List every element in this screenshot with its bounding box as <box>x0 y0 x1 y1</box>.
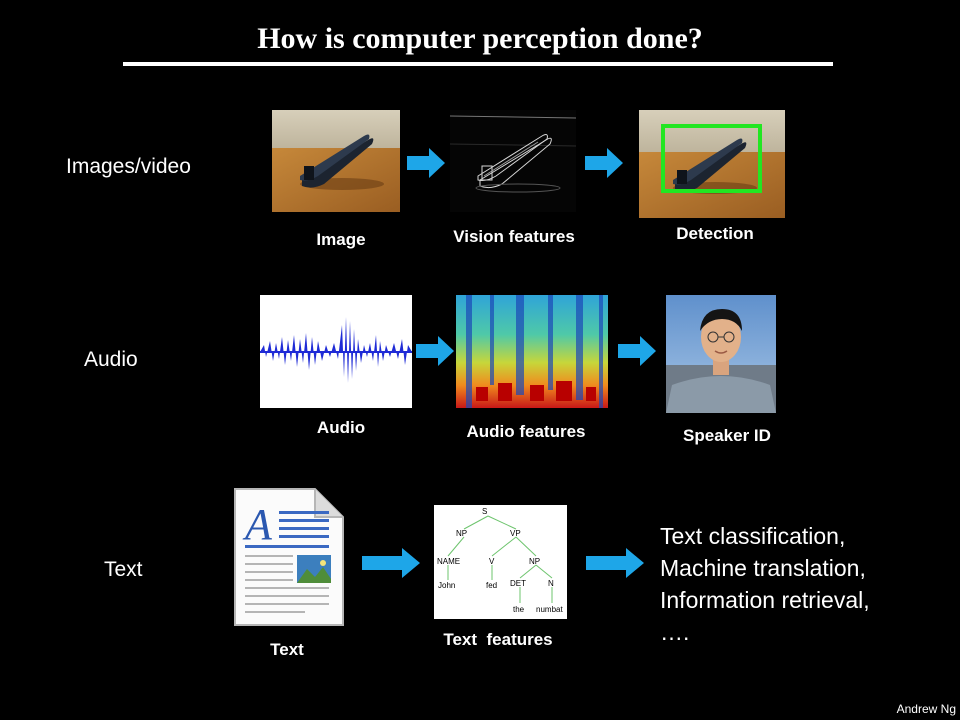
caption-text: Text <box>270 640 304 659</box>
tree-leaf-john: John <box>438 581 456 590</box>
tree-node-np-object: NP <box>529 557 541 566</box>
arrow-icon <box>586 548 644 578</box>
text-task-list: Text classification, Machine translation… <box>660 520 870 648</box>
tree-leaf-fed: fed <box>486 581 498 590</box>
tree-node-s: S <box>482 507 488 516</box>
text-task-item: Information retrieval, <box>660 587 870 613</box>
text-task-item: Text classification, <box>660 523 846 549</box>
row-label-text: Text <box>104 558 143 581</box>
author-footer: Andrew Ng <box>896 702 956 716</box>
tree-node-vp: VP <box>510 529 521 538</box>
title-underline <box>123 62 833 66</box>
arrow-icon <box>416 336 454 366</box>
tree-node-np: NP <box>456 529 468 538</box>
spectrogram-image <box>456 295 608 408</box>
parse-tree-image: S NP VP NAME V NP John fed DET N the num… <box>434 505 567 619</box>
arrow-icon <box>362 548 420 578</box>
row-label-audio: Audio <box>84 348 138 371</box>
arrow-icon <box>585 148 623 178</box>
tree-leaf-the: the <box>513 605 525 614</box>
caption-speaker-id: Speaker ID <box>683 426 771 445</box>
caption-image: Image <box>316 230 366 249</box>
text-task-item: Machine translation, <box>660 555 866 581</box>
tree-node-name: NAME <box>437 557 461 566</box>
audio-waveform-image <box>260 295 412 408</box>
caption-detection: Detection <box>676 224 754 243</box>
detection-bounding-box <box>661 124 762 193</box>
row-label-images-video: Images/video <box>66 155 191 178</box>
speaker-photo <box>666 295 776 413</box>
caption-audio: Audio <box>316 418 366 437</box>
detection-image <box>639 110 785 218</box>
text-task-item: …. <box>660 619 690 645</box>
tree-node-det: DET <box>510 579 526 588</box>
tree-leaf-numbat: numbat <box>536 605 563 614</box>
stapler-image <box>272 110 400 212</box>
caption-audio-features: Audio features <box>466 422 586 441</box>
tree-node-v: V <box>489 557 495 566</box>
tree-node-n: N <box>548 579 554 588</box>
text-document-icon: A <box>233 487 345 627</box>
vision-features-image <box>450 110 576 212</box>
caption-vision-features: Vision features <box>453 227 575 246</box>
caption-text-features: Text features <box>443 630 553 649</box>
slide-title: How is computer perception done? <box>257 22 703 55</box>
svg-text:A: A <box>242 500 273 549</box>
arrow-icon <box>618 336 656 366</box>
arrow-icon <box>407 148 445 178</box>
